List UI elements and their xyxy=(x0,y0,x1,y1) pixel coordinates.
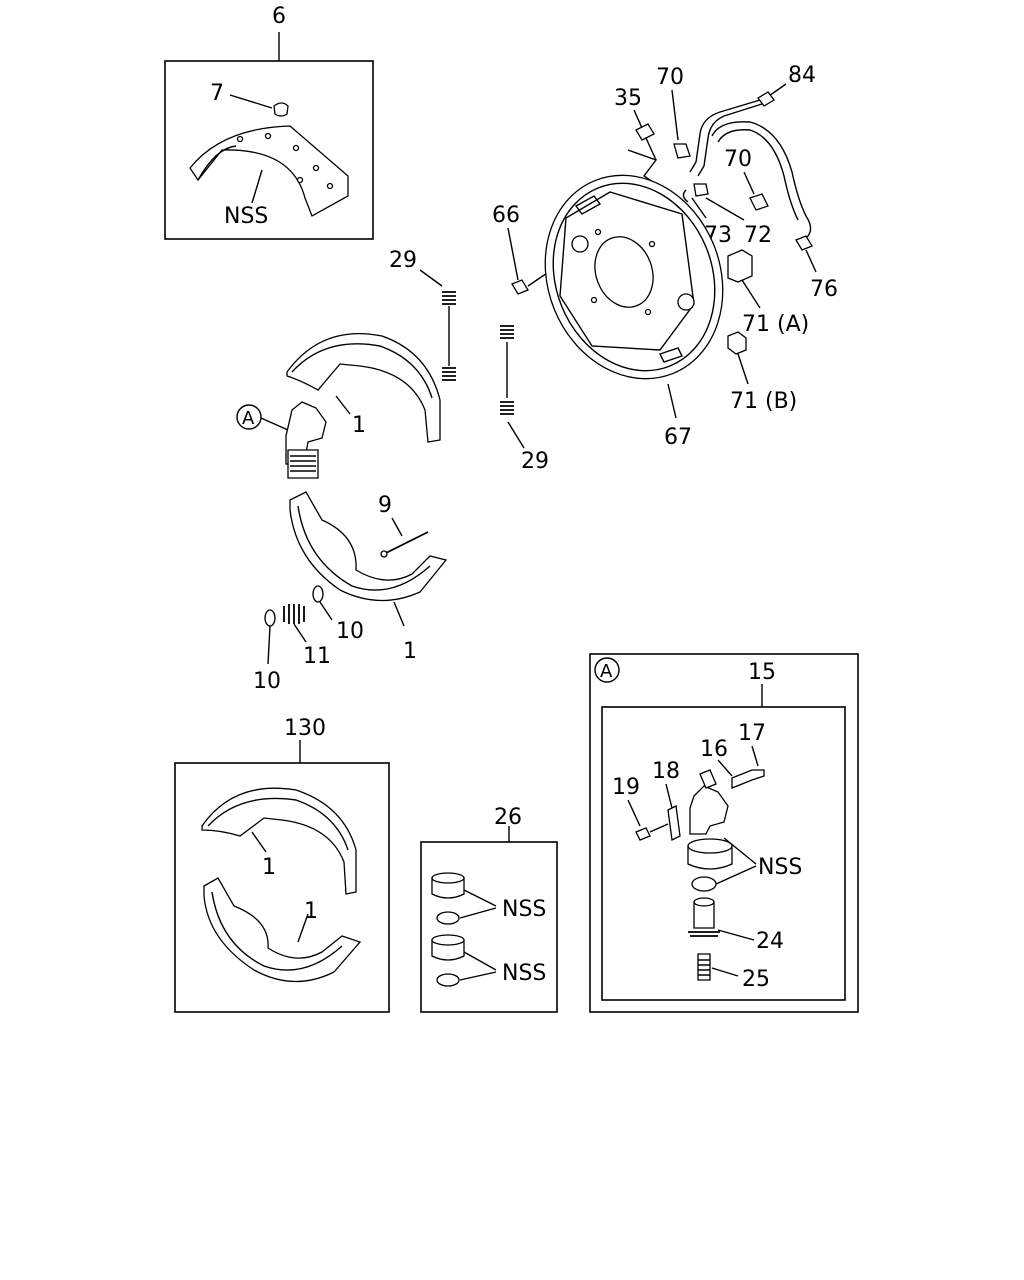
brake-shoe-upper-part xyxy=(286,332,441,443)
spring-coil-upper xyxy=(442,291,456,305)
callout-84: 84 xyxy=(788,63,816,88)
callout-nss-26-upper: NSS xyxy=(502,897,546,922)
detail-a-inner-box xyxy=(601,706,846,1001)
callout-29-lower: 29 xyxy=(521,449,549,474)
callout-72: 72 xyxy=(744,223,772,248)
callout-67: 67 xyxy=(664,425,692,450)
seal-ring-15-part xyxy=(691,876,717,892)
spring-11-part xyxy=(283,604,305,624)
callout-1-kit-lower: 1 xyxy=(304,899,318,924)
bolt-66-part xyxy=(511,279,529,295)
bolt-35-part xyxy=(635,123,655,141)
callout-70-lower: 70 xyxy=(724,147,752,172)
callout-66: 66 xyxy=(492,203,520,228)
callout-1-lower: 1 xyxy=(403,639,417,664)
kit-130-shoe-lower xyxy=(203,877,362,983)
screw-19-part xyxy=(635,827,651,841)
callout-26: 26 xyxy=(494,805,522,830)
rivet-part xyxy=(273,102,289,117)
callout-6: 6 xyxy=(272,4,286,29)
hold-down-pin-part xyxy=(383,531,429,555)
plug-71a-part xyxy=(727,249,753,283)
backing-plate-group: 35 70 84 70 73 72 76 66 xyxy=(492,63,838,450)
washer-part-left xyxy=(264,609,276,627)
callout-1-upper: 1 xyxy=(352,413,366,438)
callout-70-upper: 70 xyxy=(656,65,684,90)
nut-70-upper-part xyxy=(673,143,691,159)
callout-nss-15: NSS xyxy=(758,855,802,880)
detail-a-circle-label: A xyxy=(600,661,613,682)
callout-25: 25 xyxy=(742,967,770,992)
callout-1-kit-upper: 1 xyxy=(262,855,276,880)
seal-ring-lower xyxy=(436,973,460,987)
spring-29-lower-group: 29 xyxy=(500,325,549,474)
nut-70-lower-part xyxy=(749,193,769,211)
callout-76: 76 xyxy=(810,277,838,302)
callout-10-right: 10 xyxy=(336,619,364,644)
kit-6-group: 6 7 NSS xyxy=(164,4,374,240)
callout-71a: 71 (A) xyxy=(742,312,809,337)
callout-130: 130 xyxy=(284,716,326,741)
detail-a-group: A 15 16 17 18 19 NSS 24 25 xyxy=(589,653,859,1013)
callout-29-upper: 29 xyxy=(389,248,417,273)
plate-18-part xyxy=(667,805,681,841)
callout-nss-lining: NSS xyxy=(224,204,268,229)
brake-shoe-lower-part xyxy=(289,491,448,602)
adjust-screw-25-part xyxy=(697,953,711,981)
backing-plate-hub-hole xyxy=(594,236,654,308)
washer-part-right xyxy=(312,585,324,603)
kit-26-group: 26 NSS NSS xyxy=(420,805,558,1013)
fitting-73-part xyxy=(693,183,709,197)
fitting-76-part xyxy=(795,235,813,251)
plug-71b-part xyxy=(727,331,747,355)
brake-line-part xyxy=(689,99,761,173)
callout-10-left: 10 xyxy=(253,669,281,694)
seal-ring-upper xyxy=(436,911,460,925)
brake-lining-part xyxy=(189,125,349,217)
kit-130-box xyxy=(174,762,390,1013)
callout-nss-26-lower: NSS xyxy=(502,961,546,986)
detail-a-circle xyxy=(594,657,620,683)
callout-7: 7 xyxy=(210,81,224,106)
callout-9: 9 xyxy=(378,493,392,518)
callout-16: 16 xyxy=(700,737,728,762)
callout-15: 15 xyxy=(748,660,776,685)
detail-a-outer-box xyxy=(589,653,859,1013)
callout-18: 18 xyxy=(652,759,680,784)
bleeder-screw-part xyxy=(731,769,765,789)
kit-130-shoe-upper xyxy=(201,787,357,895)
callout-circle-a: A xyxy=(242,408,255,429)
callout-17: 17 xyxy=(738,721,766,746)
kit-26-box xyxy=(420,841,558,1013)
brake-line-long-part xyxy=(711,121,812,243)
kit-6-box xyxy=(164,60,374,240)
wheel-cylinder-part xyxy=(689,785,729,835)
circle-a-marker xyxy=(236,404,262,430)
kit-130-group: 130 1 1 xyxy=(174,716,390,1013)
callout-24: 24 xyxy=(756,929,784,954)
spring-coil-lower xyxy=(500,325,514,339)
brake-shoe-lower-group: 9 1 10 11 10 xyxy=(253,491,448,694)
callout-19: 19 xyxy=(612,775,640,800)
spring-29-upper-group: 29 xyxy=(389,248,456,381)
adjuster-part xyxy=(285,401,327,465)
callout-71b: 71 (B) xyxy=(730,389,797,414)
brake-shoe-upper-group: 1 A xyxy=(236,332,441,479)
callout-35: 35 xyxy=(614,86,642,111)
callout-11: 11 xyxy=(303,644,331,669)
